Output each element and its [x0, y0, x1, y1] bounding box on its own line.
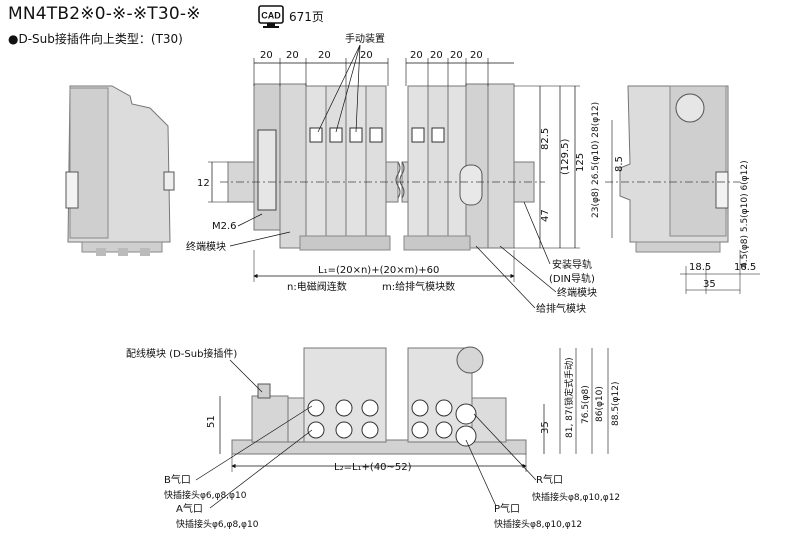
- dim-16-5: 16.5: [734, 262, 756, 273]
- dim-82-5: 82.5: [540, 128, 551, 150]
- pitch-right-1: 20: [410, 50, 423, 61]
- pitch-right-4: 20: [470, 50, 483, 61]
- cad-icon[interactable]: CAD: [258, 5, 284, 29]
- a-port-label: A气口: [176, 502, 203, 515]
- front-dim-51: 51: [206, 415, 217, 428]
- b-fitting-label: 快插接头φ6,φ8,φ10: [164, 489, 247, 501]
- wiring-block-label: 配线模块 (D-Sub接插件): [126, 347, 237, 360]
- model-number: MN4TB2※0-※-※T30-※: [8, 4, 201, 24]
- r-port-label: R气口: [536, 473, 563, 486]
- cad-badge-text: CAD: [261, 11, 281, 21]
- top-view: 20 20 20 20 20 20 20 20 手动装置 12 M2.6 终端模…: [186, 32, 597, 315]
- dim-125: 125: [575, 153, 586, 172]
- p-port-label: P气口: [494, 502, 520, 515]
- l1-formula: L₁=(20×n)+(20×m)+60: [318, 265, 439, 276]
- m-description: m:给排气模块数: [382, 280, 455, 293]
- dim-12: 12: [197, 178, 210, 189]
- n-description: n:电磁阀连数: [287, 280, 347, 293]
- dim-47: 47: [540, 209, 551, 222]
- m26-label: M2.6: [212, 221, 237, 232]
- dim-8-5: 8.5: [614, 156, 625, 172]
- manual-device-label: 手动装置: [345, 32, 385, 45]
- pitch-right-2: 20: [430, 50, 443, 61]
- r-fitting-label: 快插接头φ8,φ10,φ12: [532, 491, 620, 503]
- pitch-left-4: 20: [360, 50, 373, 61]
- p-fitting-label: 快插接头φ8,φ10,φ12: [494, 518, 582, 530]
- front-dim-35: 35: [540, 421, 551, 434]
- pitch-left-3: 20: [318, 50, 331, 61]
- left-side-view: [65, 85, 175, 256]
- din-rail-label: (DIN导轨): [549, 272, 595, 285]
- end-block-left-label: 终端模块: [186, 240, 226, 253]
- end-block-right-label: 终端模块: [557, 286, 597, 299]
- right-side-view: 23(φ8) 26.5(φ10) 28(φ12) 8.5 4.5(φ8) 5.5…: [591, 85, 760, 294]
- dim-129-5: (129.5): [560, 138, 571, 175]
- front-view: 配线模块 (D-Sub接插件) 51 L₂=L₁+(40~52) 35 81, …: [126, 346, 621, 530]
- side-left-dims: 23(φ8) 26.5(φ10) 28(φ12): [591, 102, 601, 218]
- pitch-left-1: 20: [260, 50, 273, 61]
- dim-18-5: 18.5: [689, 262, 711, 273]
- pitch-left-2: 20: [286, 50, 299, 61]
- b-port-label: B气口: [164, 473, 191, 486]
- supply-block-label: 给排气模块: [536, 302, 586, 315]
- dim-76-5: 76.5(φ8): [581, 385, 591, 424]
- l2-formula: L₂=L₁+(40~52): [334, 462, 412, 473]
- page-reference: 671页: [289, 10, 324, 24]
- dim-88-5: 88.5(φ12): [611, 382, 621, 426]
- a-fitting-label: 快插接头φ6,φ8,φ10: [176, 518, 259, 530]
- rail-label: 安装导轨: [552, 258, 592, 271]
- subtitle: ●D-Sub接插件向上类型：(T30): [8, 32, 183, 46]
- side-dim-35: 35: [703, 279, 716, 290]
- dim-86: 86(φ10): [595, 386, 605, 422]
- dim-81-87: 81, 87(锁定式手动): [563, 357, 575, 438]
- side-right-dims: 4.5(φ8) 5.5(φ10) 6(φ12): [740, 160, 750, 268]
- pitch-right-3: 20: [450, 50, 463, 61]
